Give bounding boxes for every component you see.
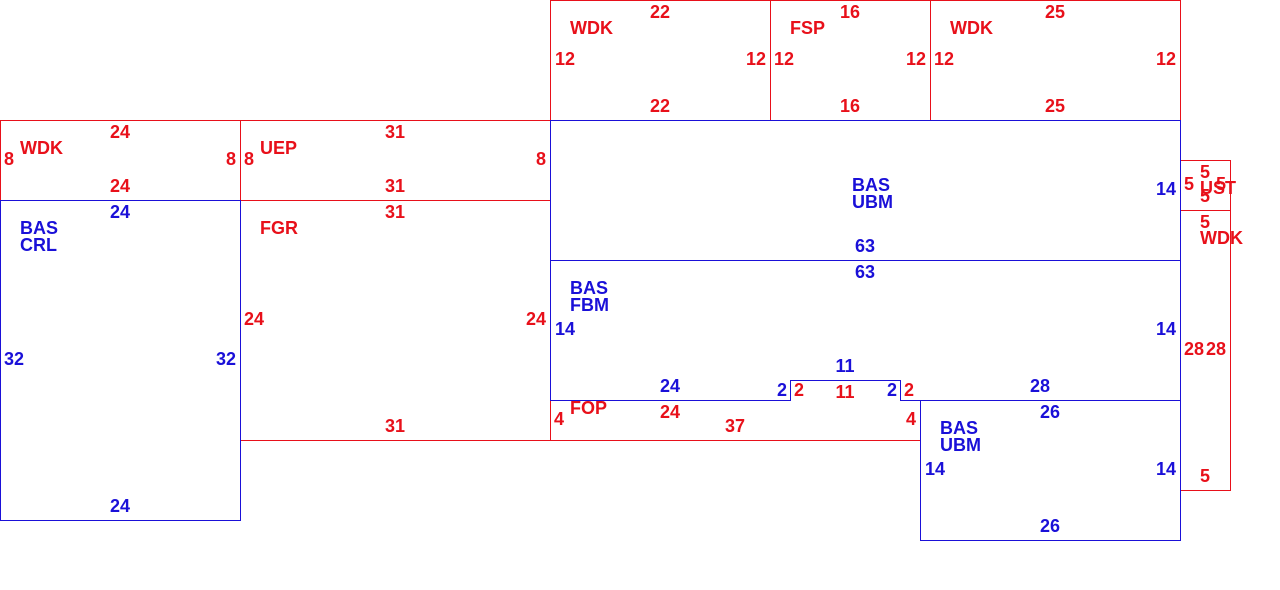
bas-ubm-bottom-outline	[920, 400, 1181, 541]
dim-label: 31	[385, 122, 405, 142]
uep-label: UEP	[260, 138, 297, 158]
bas-ubm-top-label-line1: BAS	[852, 175, 890, 195]
dim-label: 14	[1156, 319, 1176, 339]
dim-label: 2	[777, 380, 787, 400]
dim-label: 8	[536, 149, 546, 169]
dim-label: 24	[110, 176, 130, 196]
dim-label: 5	[1200, 212, 1210, 232]
bas-ubm-bottom-label-line2: UBM	[940, 435, 981, 455]
dim-label: 28	[1030, 376, 1050, 396]
dim-label: 14	[1156, 179, 1176, 199]
dim-label: 5	[1200, 186, 1210, 206]
dim-label: 4	[554, 409, 564, 429]
dim-label: 8	[4, 149, 14, 169]
bas-crl-outline	[0, 200, 241, 521]
dim-label: 8	[244, 149, 254, 169]
dim-label: 32	[4, 349, 24, 369]
dim-label: 16	[840, 96, 860, 116]
dim-label: 26	[1040, 402, 1060, 422]
dim-label: 12	[906, 49, 926, 69]
dim-label: 26	[1040, 516, 1060, 536]
dim-label: 24	[110, 202, 130, 222]
bas-fbm-label-line2: FBM	[570, 295, 609, 315]
dim-label: 2	[794, 380, 804, 400]
dim-label: 4	[906, 409, 916, 429]
dim-label: 12	[746, 49, 766, 69]
dim-label: 16	[840, 2, 860, 22]
fgr-label: FGR	[260, 218, 298, 238]
dim-label: 22	[650, 96, 670, 116]
dim-label: 63	[855, 236, 875, 256]
dim-label: 12	[1156, 49, 1176, 69]
dim-label: 5	[1216, 174, 1226, 194]
dim-label: 11	[835, 356, 854, 376]
dim-label: 31	[385, 176, 405, 196]
bas-ubm-top-label-line2: UBM	[852, 192, 893, 212]
dim-label: 2	[887, 380, 897, 400]
dim-label: 14	[555, 319, 575, 339]
dim-label: 5	[1184, 174, 1194, 194]
dim-label: 37	[725, 416, 745, 436]
dim-label: 24	[110, 122, 130, 142]
dim-label: 25	[1045, 96, 1065, 116]
dim-label: 25	[1045, 2, 1065, 22]
bas-fbm-outline	[550, 260, 1181, 401]
dim-label: 63	[855, 262, 875, 282]
wdk-top-left-label: WDK	[570, 18, 613, 38]
dim-label: 2	[904, 380, 914, 400]
wdk-left-label: WDK	[20, 138, 63, 158]
dim-label: 12	[774, 49, 794, 69]
fop-label: FOP	[570, 398, 607, 418]
dim-label: 24	[526, 309, 546, 329]
ust-label: UST	[1200, 178, 1236, 198]
bas-crl-label-line1: BAS	[20, 218, 58, 238]
dim-label: 8	[226, 149, 236, 169]
fsp-label: FSP	[790, 18, 825, 38]
dim-label: 11	[835, 382, 854, 402]
dim-label: 31	[385, 416, 405, 436]
dim-label: 24	[660, 376, 680, 396]
dim-label: 14	[925, 459, 945, 479]
dim-label: 28	[1184, 339, 1204, 359]
bas-crl-label-line2: CRL	[20, 235, 57, 255]
dim-label: 24	[244, 309, 264, 329]
wdk-top-right-label: WDK	[950, 18, 993, 38]
dim-label: 12	[934, 49, 954, 69]
dim-label: 14	[1156, 459, 1176, 479]
bas-ubm-bottom-label-line1: BAS	[940, 418, 978, 438]
dim-label: 24	[660, 402, 680, 422]
dim-label: 31	[385, 202, 405, 222]
bas-fbm-label-line1: BAS	[570, 278, 608, 298]
dim-label: 32	[216, 349, 236, 369]
dim-label: 12	[555, 49, 575, 69]
dim-label: 28	[1206, 339, 1226, 359]
dim-label: 22	[650, 2, 670, 22]
dim-label: 24	[110, 496, 130, 516]
wdk-right-label: WDK	[1200, 228, 1243, 248]
dim-label: 5	[1200, 466, 1210, 486]
dim-label: 5	[1200, 162, 1210, 182]
